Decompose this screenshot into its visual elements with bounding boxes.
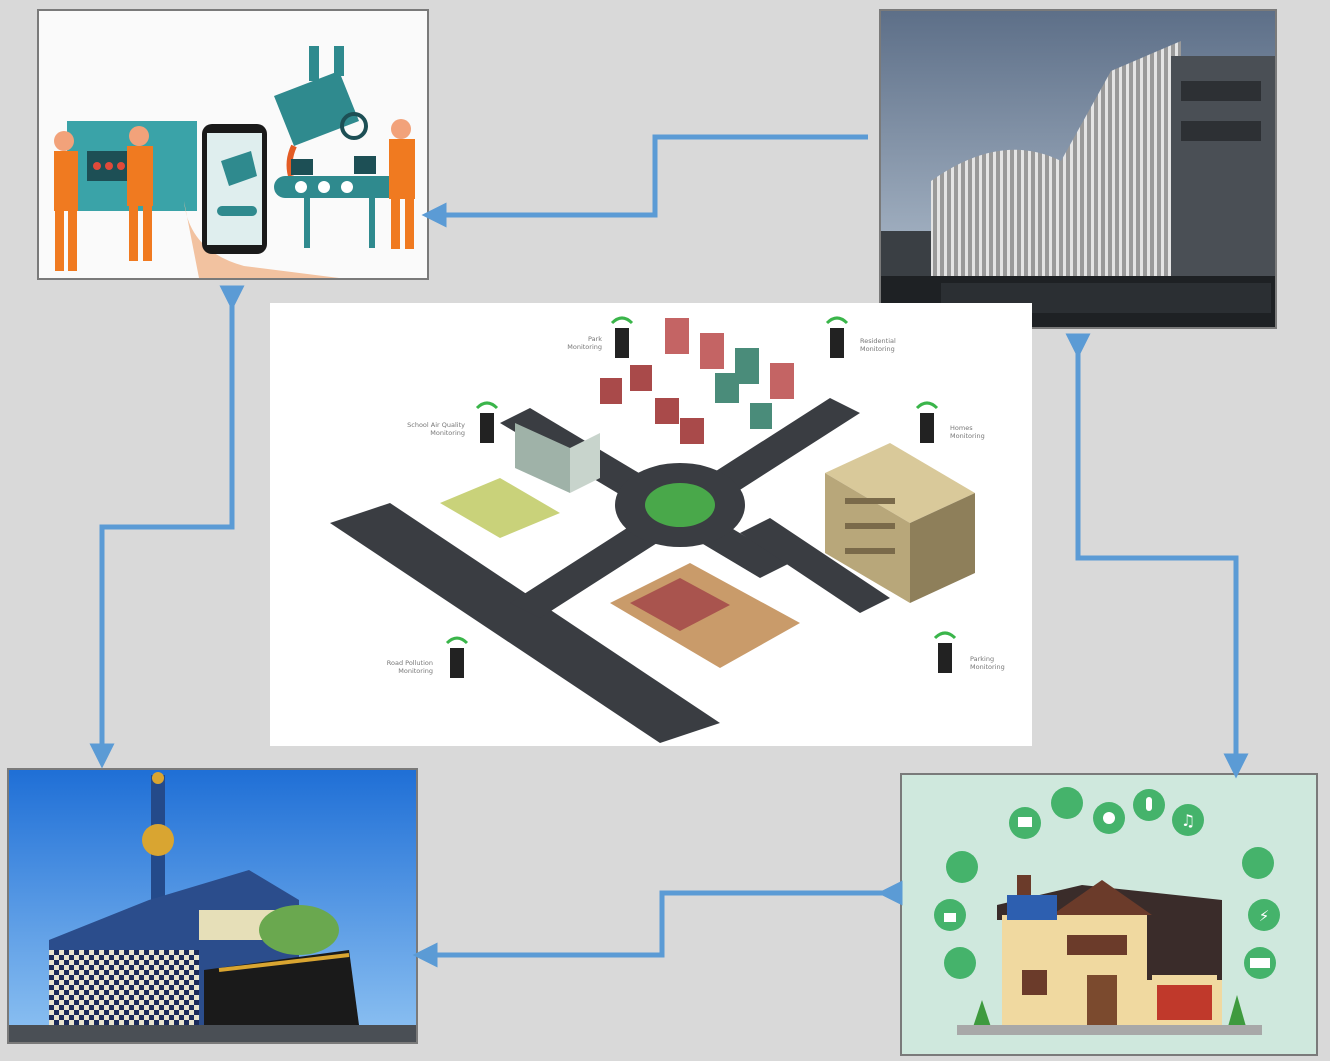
sensor-icon (475, 401, 499, 443)
school-icon (440, 423, 600, 538)
worker-icon (127, 126, 153, 261)
building-panel (879, 9, 1277, 329)
faucet-icon (1242, 847, 1274, 879)
music-icon (1172, 804, 1204, 836)
solar-panel-icon (1007, 895, 1057, 920)
sensor-icon (445, 636, 469, 678)
golden-sphere-icon (142, 824, 174, 856)
factory-workers-illustration (39, 11, 427, 278)
worker-icon (54, 131, 78, 271)
factory-panel (37, 9, 429, 280)
worker-icon (389, 119, 415, 249)
sensor-icon (825, 316, 849, 358)
camera-icon (1051, 787, 1083, 819)
speaker-icon (944, 947, 976, 979)
svg-text:♫: ♫ (1181, 811, 1195, 830)
conveyor-icon (274, 176, 404, 198)
house-panel: ♫ ⚡ (900, 773, 1318, 1056)
sensor-icon (933, 631, 957, 673)
residential-houses-icon (600, 318, 794, 444)
sensor-icon (915, 401, 939, 443)
plant-panel (7, 768, 418, 1044)
facade-fins (931, 41, 1181, 301)
car-icon (1157, 985, 1212, 1020)
road (330, 503, 720, 743)
connector-house-plant (412, 880, 903, 968)
modern-facade-building-photo (881, 11, 1275, 327)
roundabout-icon (645, 483, 715, 527)
incineration-plant-photo (9, 770, 416, 1042)
connector-building-factory (421, 134, 868, 228)
tree-icon (1227, 995, 1247, 1030)
connector-factory-plant (89, 285, 245, 769)
parking-garage-icon (825, 443, 975, 603)
tree-icon (972, 1000, 992, 1030)
thermometer-icon (946, 851, 978, 883)
sports-court-icon (610, 563, 800, 668)
house-icon (997, 875, 1222, 1025)
road (740, 518, 890, 613)
smart-home-illustration: ♫ ⚡ (902, 775, 1316, 1054)
lightning-icon (1248, 899, 1280, 931)
sensor-icon (610, 316, 634, 358)
ladle-icon (274, 71, 359, 146)
hand-icon (184, 201, 339, 278)
svg-text:⚡: ⚡ (1259, 907, 1270, 925)
connector-building-house (1065, 333, 1249, 779)
